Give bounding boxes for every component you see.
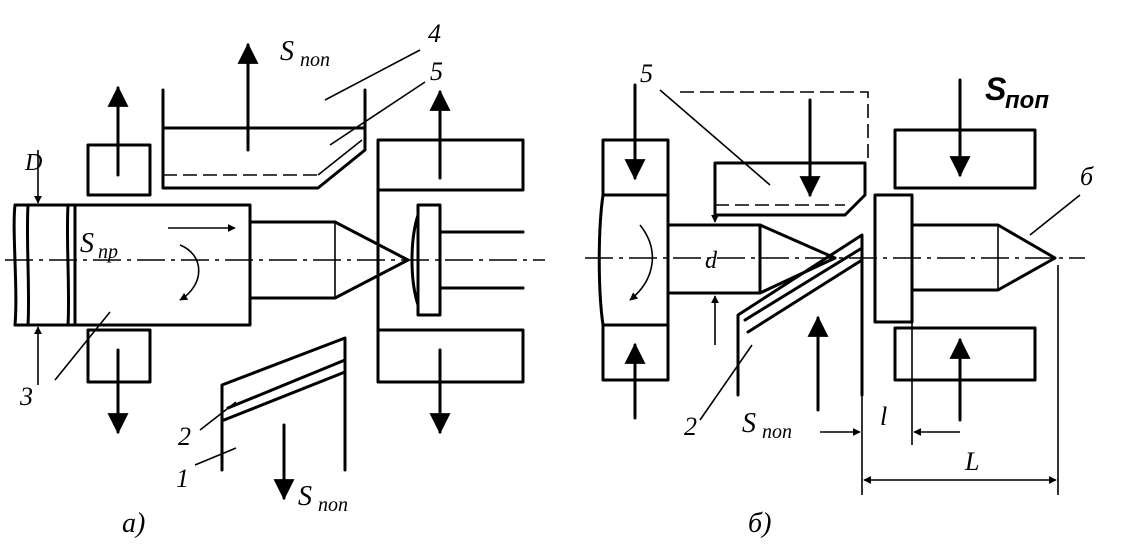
workpiece-3 [73, 203, 410, 327]
bar-stock-b [597, 193, 670, 327]
label-s-pop-bottom-a: S [298, 481, 312, 512]
label-s-pop-top-b-sub: поп [1005, 87, 1049, 114]
leader-3 [54, 311, 111, 381]
label-D: D [24, 150, 42, 176]
caption-a: а) [122, 508, 145, 539]
rotation-arrow-b [629, 224, 654, 301]
label-d: d [705, 248, 718, 274]
label-5-a: 5 [430, 57, 443, 86]
tool-5-b [680, 91, 869, 217]
label-s-pop-bottom-b-sub: поп [762, 421, 792, 443]
label-1: 1 [176, 464, 189, 493]
label-s-pop-top-b: S [985, 71, 1007, 107]
label-4: 4 [428, 19, 441, 48]
label-s-pop-top-a: S [280, 36, 294, 67]
tool-4-5 [161, 42, 367, 190]
label-s-pop-bottom-a-sub: поп [318, 494, 348, 516]
leader-4 [324, 49, 421, 101]
label-l: l [880, 402, 887, 431]
figure-b: 5 S поп б d 2 S поп l L б) [585, 59, 1094, 539]
label-s-pr: S [80, 228, 94, 259]
leader-5-a [329, 81, 426, 146]
leader-5-b [659, 89, 771, 186]
label-L: L [964, 447, 979, 476]
label-s-pop-bottom-b: S [742, 408, 756, 439]
label-6: б [1080, 162, 1094, 191]
bar-stock-a [12, 203, 77, 327]
figure-a: S поп 4 5 S пр D 3 2 1 S поп а) [5, 19, 545, 539]
dimension-l-L [820, 265, 1059, 495]
workpiece-b [666, 223, 837, 295]
label-2-b: 2 [684, 412, 697, 441]
leader-6 [1029, 194, 1081, 236]
label-s-pr-sub: пр [98, 241, 118, 263]
tool-2-b [736, 233, 864, 412]
caption-b: б) [748, 508, 771, 539]
leader-1 [194, 447, 237, 466]
tool-1-2 [220, 336, 347, 501]
label-s-pop-top-a-sub: поп [300, 49, 330, 71]
leader-2-a [199, 401, 237, 431]
label-3: 3 [19, 382, 33, 411]
leader-2-b [699, 344, 753, 421]
stop-fixture-a [376, 89, 525, 435]
label-2-a: 2 [178, 422, 191, 451]
center-fixture-b [873, 78, 1057, 422]
label-5-b: 5 [640, 59, 653, 88]
